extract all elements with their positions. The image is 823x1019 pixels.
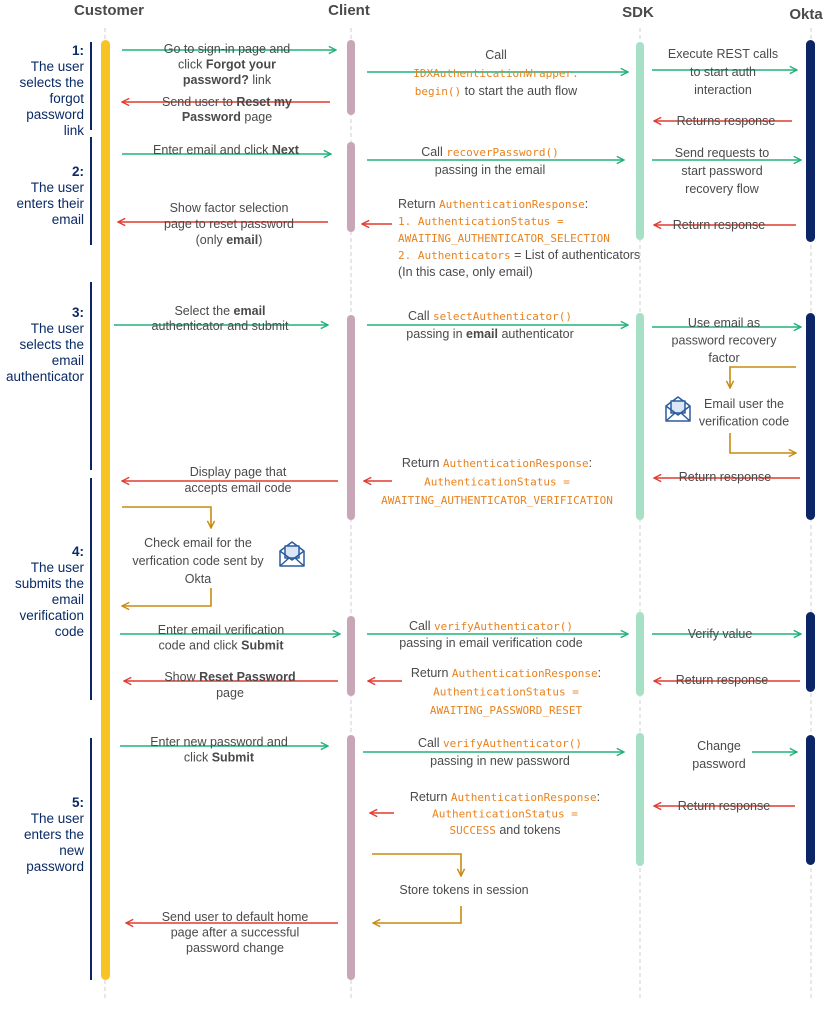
activation-okta-4 (806, 735, 815, 865)
msg-enter-email: Enter email and click Next (153, 143, 300, 157)
lane-header-customer: Customer (74, 2, 144, 19)
msg-call-select: Call selectAuthenticator()passing in ema… (406, 309, 573, 341)
envelope-icon (665, 396, 691, 422)
activation-okta-3 (806, 612, 815, 692)
activation-bars (101, 40, 815, 980)
activation-client-2 (347, 142, 355, 232)
arrow-to-store-tokens (372, 853, 461, 876)
activation-sdk-2 (636, 313, 644, 520)
arrow-email-to-okta (729, 433, 796, 453)
activation-client-4 (347, 616, 355, 696)
msg-return-auth3: Return AuthenticationResponse:Authentica… (411, 666, 601, 717)
msg-store-tokens: Store tokens in session (399, 883, 528, 897)
activation-sdk-4 (636, 733, 644, 866)
msg-returns-response: Returns response (677, 114, 776, 128)
activation-client-1 (347, 40, 355, 115)
msg-return-auth1: Return AuthenticationResponse:1. Authent… (398, 197, 640, 279)
arrow-okta-to-email (730, 366, 796, 388)
msg-return-response-4: Return response (676, 673, 768, 687)
msg-return-response-2: Return response (673, 218, 765, 232)
msg-return-response-5: Return response (678, 799, 770, 813)
response-arrows (118, 102, 800, 923)
msg-return-auth2: Return AuthenticationResponse:Authentica… (381, 456, 613, 507)
request-arrows (114, 50, 801, 752)
arrow-from-check-email (122, 588, 212, 606)
activation-client-3 (347, 315, 355, 520)
msg-call-verify2: Call verifyAuthenticator()passing in new… (418, 736, 582, 768)
arrow-from-store-tokens (373, 906, 462, 923)
activation-okta-1 (806, 40, 815, 242)
envelope-icon (279, 541, 305, 567)
arrow-to-check-email (122, 506, 211, 528)
msg-call-verify1: Call verifyAuthenticator()passing in ema… (399, 619, 582, 650)
self-arrows (122, 366, 796, 923)
msg-call-recover: Call recoverPassword()passing in the ema… (421, 145, 559, 177)
lane-header-sdk: SDK (622, 4, 654, 21)
activation-client-5 (347, 735, 355, 980)
lane-header-okta: Okta (789, 6, 823, 23)
msg-verify-value: Verify value (688, 627, 753, 641)
activation-sdk-3 (636, 612, 644, 696)
activation-sdk-1 (636, 42, 644, 240)
msg-return-auth4: Return AuthenticationResponse:Authentica… (410, 790, 600, 837)
lane-header-client: Client (328, 2, 370, 19)
msg-return-response-3: Return response (679, 470, 771, 484)
activation-okta-2 (806, 313, 815, 520)
activation-customer (101, 40, 110, 980)
